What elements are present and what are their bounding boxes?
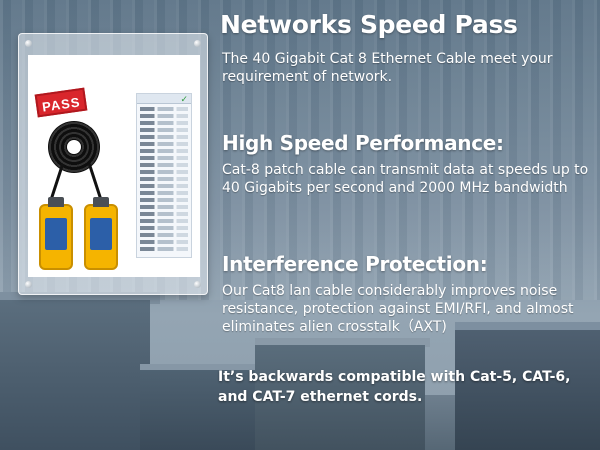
pedestal-center-left [140, 370, 260, 450]
section-heading-interference: Interference Protection: [222, 252, 488, 276]
cable-tester-icon [84, 197, 118, 270]
report-row [140, 240, 188, 244]
pedestal-left [0, 300, 150, 450]
report-row [140, 184, 188, 188]
compatibility-note: It’s backwards compatible with Cat-5, CA… [218, 369, 571, 405]
report-row [140, 107, 188, 111]
report-row [140, 212, 188, 216]
screw-icon [194, 40, 201, 47]
report-row [140, 205, 188, 209]
tester-screen [90, 218, 112, 250]
report-row [140, 191, 188, 195]
pedestal-right [455, 330, 600, 450]
report-row [140, 163, 188, 167]
report-row [140, 135, 188, 139]
tester-screen [45, 218, 67, 250]
section-text-speed: Cat-8 patch cable can transmit data at s… [222, 162, 589, 196]
screw-icon [25, 40, 32, 47]
tester-connector [93, 197, 109, 207]
pedestal-center [255, 345, 425, 450]
report-row [140, 121, 188, 125]
report-row [140, 156, 188, 160]
check-icon: ✓ [180, 95, 188, 105]
report-row [140, 128, 188, 132]
screw-icon [194, 281, 201, 288]
report-row [140, 247, 188, 251]
intro-text: The 40 Gigabit Cat 8 Ethernet Cable meet… [222, 51, 553, 85]
section-heading-speed: High Speed Performance: [222, 131, 504, 155]
acrylic-photo-frame: PASS ✓ [18, 33, 208, 295]
section-text-interference: Our Cat8 lan cable considerably improves… [222, 283, 574, 335]
pass-stamp: PASS [34, 87, 88, 118]
report-row [140, 114, 188, 118]
report-row [140, 219, 188, 223]
report-row [140, 233, 188, 237]
cable-tester-icon [39, 197, 73, 270]
test-report-sheet: ✓ [136, 93, 192, 258]
pedestal-center-left-top [140, 364, 265, 373]
report-row [140, 142, 188, 146]
report-row [140, 170, 188, 174]
report-row [140, 177, 188, 181]
report-row [140, 149, 188, 153]
cable-coil-icon [48, 121, 100, 173]
pedestal-center-top [255, 338, 430, 347]
pedestal-right-top [455, 322, 600, 332]
tester-connector [48, 197, 64, 207]
product-test-photo: PASS ✓ [28, 55, 200, 277]
report-row [140, 226, 188, 230]
screw-icon [25, 281, 32, 288]
page-title: Networks Speed Pass [220, 10, 518, 39]
report-row [140, 198, 188, 202]
report-header [137, 94, 191, 104]
